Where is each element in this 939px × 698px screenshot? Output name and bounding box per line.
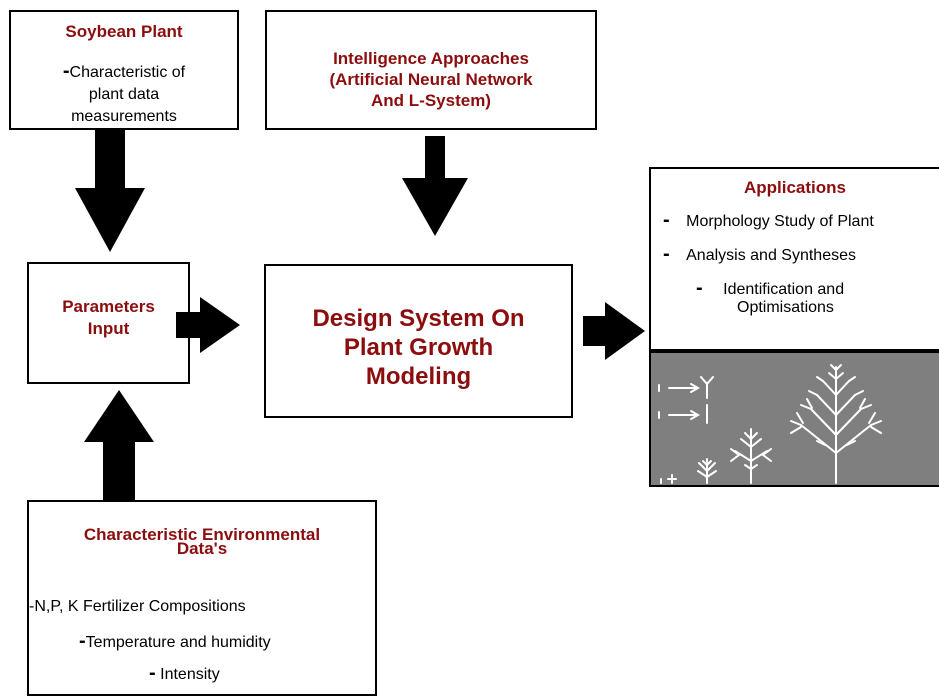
dash-marker: - (663, 209, 670, 231)
dash-marker: - (79, 630, 86, 652)
intelligence-approaches-box: Intelligence Approaches (Artificial Neur… (265, 10, 597, 130)
down-arrow-soybean-to-parameters (75, 130, 145, 252)
right-arrow-parameters-to-design (176, 297, 240, 353)
design-system-box: Design System On Plant Growth Modeling (264, 264, 573, 418)
environmental-item-3: - Intensity (149, 662, 220, 685)
applications-item-3: - Identification and (696, 277, 844, 300)
environmental-item-2-text: Temperature and humidity (85, 634, 271, 651)
design-system-title-3: Modeling (365, 363, 472, 390)
parameters-title-2: Input (87, 319, 130, 338)
soybean-text-3: measurements (71, 108, 177, 125)
soybean-line-1: -Characteristic of (11, 60, 237, 84)
right-arrow-design-to-applications (583, 302, 645, 360)
intelligence-title-1: Intelligence Approaches (333, 49, 529, 68)
soybean-plant-text: -Characteristic of plant data measuremen… (11, 60, 237, 128)
soybean-text-1: Characteristic of (69, 64, 186, 81)
up-arrow-environment-to-parameters (84, 390, 154, 500)
environmental-item-3-text: Intensity (160, 666, 220, 683)
intelligence-title-3: And L-System) (371, 91, 491, 110)
applications-item-4: Optimisations (737, 299, 834, 317)
environmental-title-1: Characteristic Environmental (83, 525, 321, 544)
applications-item-2-text: Analysis and Syntheses (686, 247, 856, 264)
dash-marker: - (696, 277, 703, 299)
design-system-title: Design System On Plant Growth Modeling (266, 304, 571, 391)
soybean-plant-box: Soybean Plant -Characteristic of plant d… (9, 10, 239, 130)
dash-marker: - (149, 662, 156, 684)
applications-item-1: - Morphology Study of Plant (663, 209, 874, 232)
environmental-item-2: -Temperature and humidity (79, 630, 271, 653)
applications-item-2: - Analysis and Syntheses (663, 243, 856, 266)
parameters-input-box: Parameters Input (27, 262, 190, 384)
applications-title: Applications (743, 178, 846, 197)
design-system-title-2: Plant Growth (343, 334, 494, 361)
applications-box: Applications - Morphology Study of Plant… (649, 167, 939, 351)
environmental-item-1-text: N,P, K Fertilizer Compositions (34, 598, 246, 615)
environmental-title-2: Data's (176, 539, 228, 558)
dash-marker: - (29, 598, 35, 615)
intelligence-approaches-title: Intelligence Approaches (Artificial Neur… (267, 48, 595, 111)
down-arrow-intelligence-to-design (402, 136, 468, 236)
dash-marker: - (663, 243, 670, 265)
soybean-text-2: plant data (88, 86, 160, 103)
design-system-title-1: Design System On (312, 305, 525, 332)
applications-item-3-text: Identification and (723, 281, 845, 298)
intelligence-title-2: (Artificial Neural Network (329, 70, 533, 89)
applications-item-1-text: Morphology Study of Plant (686, 213, 874, 230)
dash-marker: - (62, 60, 70, 82)
plant-growth-image (649, 351, 939, 487)
applications-item-4-text: Optimisations (737, 299, 834, 316)
environmental-item-1: -N,P, K Fertilizer Compositions (29, 598, 246, 616)
environmental-data-box: Characteristic Environmental Data's -N,P… (27, 500, 377, 696)
parameters-input-title: Parameters Input (29, 296, 188, 340)
soybean-plant-title: Soybean Plant (65, 22, 183, 41)
environmental-data-title: Characteristic Environmental Data's (29, 525, 375, 558)
l-system-plants-illustration (658, 364, 882, 484)
parameters-title-1: Parameters (62, 297, 155, 316)
